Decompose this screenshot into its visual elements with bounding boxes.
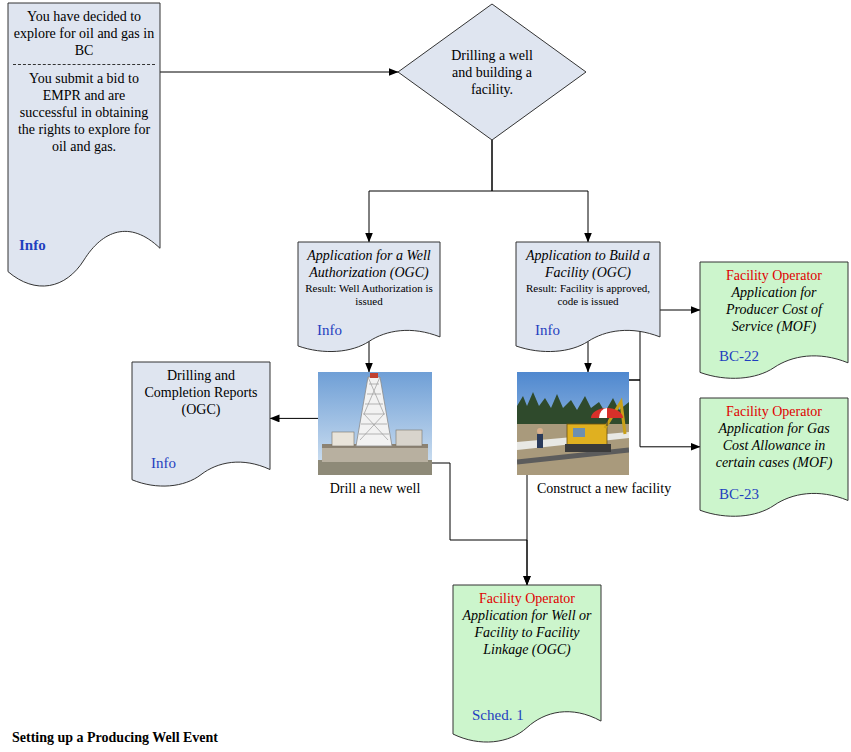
photo-caption: Construct a new facility	[537, 480, 671, 497]
document-shape: You have decided to explore for oil and …	[8, 3, 160, 295]
diamond-body: Drilling a well and building a facility.	[398, 4, 586, 140]
outline-path	[453, 585, 601, 742]
flow-arrow	[492, 140, 588, 242]
document-shape: Drilling and Completion Reports (OGC) Inf…	[132, 362, 270, 490]
drilling-rig-photo	[318, 372, 432, 475]
flow-arrow	[369, 140, 492, 242]
document-body: You have decided to explore for oil and …	[8, 3, 160, 295]
role-label: Facility Operator	[705, 403, 843, 420]
info-link: Info	[137, 454, 176, 472]
flow-arrow	[432, 463, 527, 585]
pipeline-construction-photo	[517, 372, 629, 475]
document-shape: Facility OperatorApplication for Produce…	[700, 262, 848, 382]
document-title: Application to Build a Facility (OGC)	[521, 247, 655, 281]
form-link: BC-22	[705, 347, 759, 365]
role-label: Facility Operator	[705, 267, 843, 284]
sched-link: Sched. 1	[458, 706, 524, 724]
flow-arrow	[270, 418, 318, 419]
decision-text: Drilling a well and building a facility.	[449, 47, 535, 98]
outline-path	[298, 242, 440, 352]
document-title: Drilling and Completion Reports (OGC)	[137, 367, 265, 418]
outline-path	[8, 3, 160, 286]
document-shape: Facility OperatorApplication for Gas Cos…	[700, 398, 848, 520]
note-text: You submit a bid to EMPR and are success…	[13, 64, 155, 155]
flow-arrow	[369, 341, 370, 372]
document-body: Facility OperatorApplication for Gas Cos…	[700, 398, 848, 520]
note-text: You have decided to explore for oil and …	[13, 8, 155, 59]
result-text: Result: Facility is approved, code is is…	[521, 282, 655, 308]
section-heading: Setting up a Producing Well Event	[12, 729, 218, 746]
info-link: Info	[521, 321, 560, 339]
info-link: Info	[303, 321, 342, 339]
flow-arrow	[629, 380, 700, 447]
photo-node: Construct a new facility	[517, 372, 629, 475]
document-title: Application for a Well Authorization (OG…	[303, 247, 435, 281]
result-text: Result: Well Authorization is issued	[303, 282, 435, 308]
form-link: BC-23	[705, 485, 759, 503]
document-body: Facility OperatorApplication for Well or…	[453, 585, 601, 747]
info-link: Info	[13, 236, 46, 254]
outline-path	[398, 4, 586, 140]
document-title: Application for Producer Cost of Service…	[705, 284, 843, 335]
document-shape: Application to Build a Facility (OGC)Res…	[516, 242, 660, 355]
outline-path	[700, 262, 848, 378]
outline-path	[700, 398, 848, 516]
role-label: Facility Operator	[458, 590, 596, 607]
document-title: Application for Gas Cost Allowance in ce…	[705, 420, 843, 471]
flow-arrow	[160, 72, 398, 73]
document-body: Application for a Well Authorization (OG…	[298, 242, 440, 355]
decision-diamond: Drilling a well and building a facility.	[398, 4, 586, 140]
document-shape: Application for a Well Authorization (OG…	[298, 242, 440, 355]
document-title: Application for Well or Facility to Faci…	[458, 607, 596, 658]
document-shape: Facility OperatorApplication for Well or…	[453, 585, 601, 747]
outline-path	[516, 242, 660, 352]
flow-arrow	[588, 341, 589, 372]
document-body: Facility OperatorApplication for Produce…	[700, 262, 848, 382]
photo-node: Drill a new well	[318, 372, 432, 475]
document-body: Drilling and Completion Reports (OGC) Inf…	[132, 362, 270, 490]
outline-path	[132, 362, 270, 486]
document-body: Application to Build a Facility (OGC)Res…	[516, 242, 660, 355]
photo-caption: Drill a new well	[330, 480, 421, 497]
flow-arrow	[527, 475, 528, 585]
